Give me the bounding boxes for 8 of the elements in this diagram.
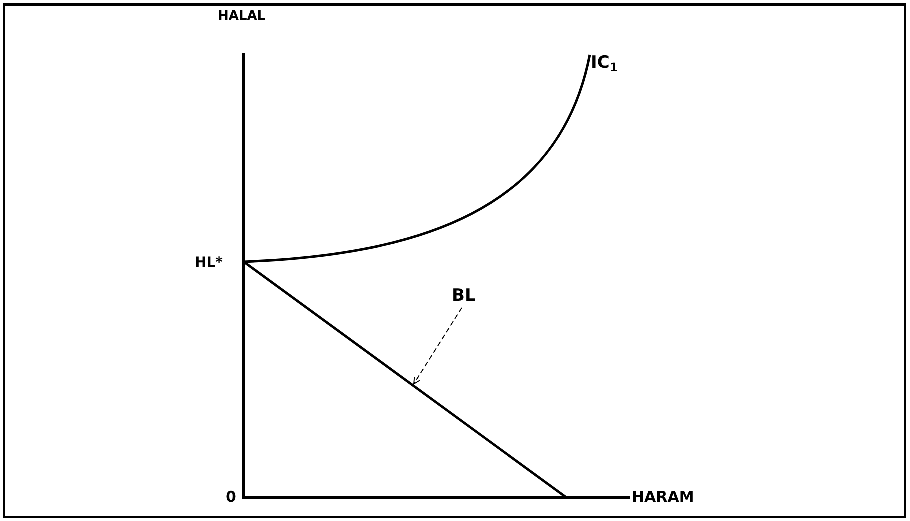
curve-label: IC$_{1}$ — [591, 55, 618, 74]
budget-line — [243, 261, 568, 499]
axis-title: HARAM — [632, 490, 694, 505]
intercept-label: HL* — [195, 256, 223, 270]
leader-arrow — [414, 308, 462, 385]
line-label: BL — [452, 288, 476, 305]
axis-title: HALAL — [218, 10, 266, 23]
origin-label: 0 — [226, 490, 236, 505]
